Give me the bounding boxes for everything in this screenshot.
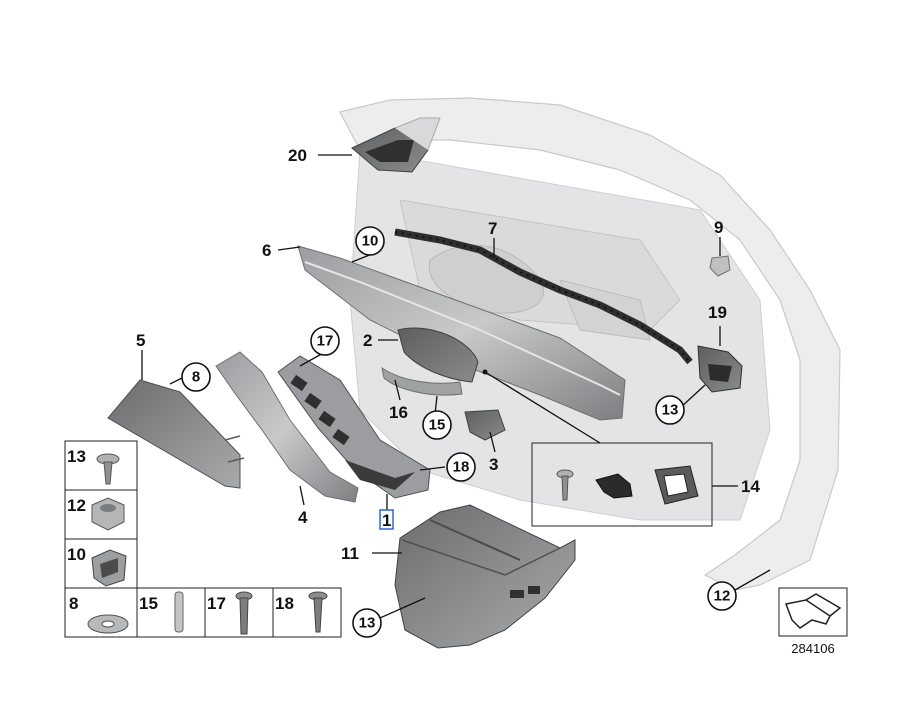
kit-clip-icon (595, 473, 633, 499)
label-2: 2 (363, 331, 372, 350)
part-9-clip (709, 255, 731, 277)
label-1-highlight (379, 509, 394, 530)
part-20-corner-trim (351, 117, 441, 173)
pin-15-icon (174, 591, 184, 633)
legend-label-17: 17 (207, 594, 226, 613)
screw-18-icon (308, 591, 328, 633)
label-17: 17 (317, 333, 334, 350)
part-2-grab-handle (397, 327, 479, 383)
legend-label-18: 18 (275, 594, 294, 613)
label-12: 12 (714, 588, 731, 605)
label-19: 19 (708, 303, 727, 322)
screw-17-icon (235, 591, 253, 635)
part-14-kit-box (531, 442, 713, 527)
label-4: 4 (298, 508, 308, 527)
screw-13-icon (96, 453, 120, 485)
clip-10-icon (91, 549, 127, 587)
label-10: 10 (362, 233, 379, 250)
label-9: 9 (714, 218, 723, 237)
label-8: 8 (192, 369, 200, 386)
legend-label-15: 15 (139, 594, 158, 613)
leader-lines (141, 154, 771, 619)
label-16: 16 (389, 403, 408, 422)
part-4-armrest-trim (215, 351, 359, 503)
label-13-pocket: 13 (359, 615, 376, 632)
label-13-bracket: 13 (662, 402, 679, 419)
label-18: 18 (453, 459, 470, 476)
part-5-pin-2 (227, 457, 245, 463)
label-6: 6 (262, 241, 271, 260)
label-14: 14 (741, 477, 760, 496)
legend-label-10: 10 (67, 545, 86, 564)
legend-label-12: 12 (67, 496, 86, 515)
part-7-seal-strip-teeth (394, 231, 691, 363)
label-5: 5 (136, 331, 145, 350)
label-11: 11 (341, 544, 359, 563)
part-6-trim-strip (297, 245, 626, 421)
label-15: 15 (429, 417, 446, 434)
part-11-door-pocket (394, 504, 576, 649)
fastener-legend (64, 440, 342, 638)
label-7: 7 (488, 219, 497, 238)
part-5-pin (224, 435, 241, 441)
part-19-bracket (697, 345, 743, 393)
label-1: 1 (382, 511, 391, 530)
nut-12-icon (91, 497, 125, 531)
leader-dot (482, 369, 488, 375)
part-5-side-panel (107, 379, 241, 489)
circled-callouts (181, 226, 737, 638)
legend-label-13: 13 (67, 447, 86, 466)
diagram-reference-box (778, 587, 848, 637)
diagram-number: 284106 (791, 641, 834, 656)
part-17-switch-panel (277, 355, 431, 499)
part-3-switch (464, 409, 506, 441)
kit-screw-icon (556, 469, 574, 501)
washer-8-icon (87, 614, 129, 634)
label-20: 20 (288, 146, 307, 165)
label-3: 3 (489, 455, 498, 474)
legend-label-8: 8 (69, 594, 78, 613)
